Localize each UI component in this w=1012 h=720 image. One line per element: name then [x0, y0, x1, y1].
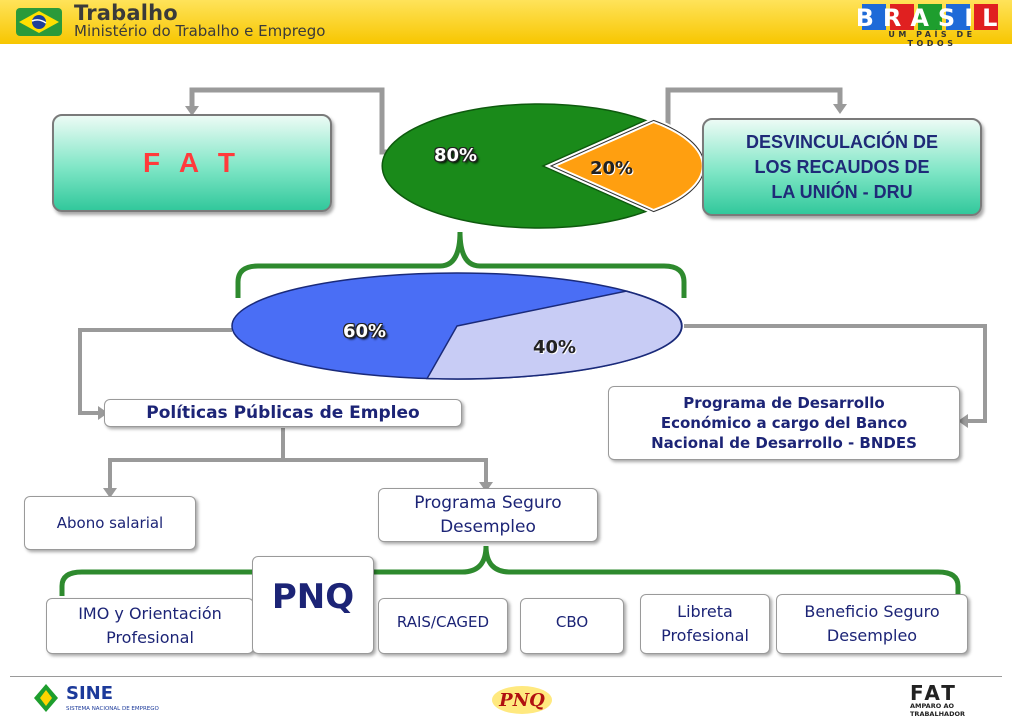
abono-label: Abono salarial [56, 514, 164, 532]
libreta-box: Libreta Profesional [640, 594, 770, 654]
fat-label: F A T [143, 147, 241, 178]
cbo-label: CBO [555, 613, 589, 631]
fat-footer-subtitle-line1: AMPARO AO [910, 702, 955, 710]
pie-middle-label-40: 40% [533, 337, 577, 358]
connector-abono-seguro [108, 428, 488, 490]
dru-box: DESVINCULACIÓN DE LOS RECAUDOS DE LA UNI… [702, 118, 982, 216]
rais-label: RAIS/CAGED [396, 613, 490, 631]
pnq-box: PNQ [252, 556, 374, 654]
imo-label: IMO y Orientación Profesional [78, 604, 222, 647]
seguro-label: Programa Seguro Desempleo [414, 493, 562, 537]
libreta-label: Libreta Profesional [661, 602, 749, 645]
fat-footer-logo: FAT AMPARO AO TRABALHADOR [910, 681, 965, 718]
bndes-box: Programa de Desarrollo Económico a cargo… [608, 386, 960, 460]
arrow-dru [833, 104, 847, 114]
pie-middle-slice-40 [425, 290, 683, 380]
pie-middle [231, 272, 683, 380]
arrow-politicas [98, 406, 108, 420]
politicas-label: Políticas Públicas de Empleo [146, 403, 420, 423]
sine-logo-text: SINE [66, 683, 113, 704]
pnq-footer-logo-text: PNQ [498, 690, 545, 711]
connector-politicas [78, 328, 232, 415]
fat-footer-logo-text: FAT [910, 681, 958, 705]
fat-footer-subtitle-line2: TRABALHADOR [910, 710, 965, 718]
arrow-fat [185, 106, 199, 116]
arrow-bndes [958, 414, 968, 428]
brasil-logo-text: BRASIL [858, 4, 1004, 32]
header-title: Trabalho [74, 1, 178, 25]
arrow-abono [103, 488, 117, 498]
pnq-footer-logo: PNQ [492, 686, 552, 714]
pnq-label: PNQ [271, 577, 355, 617]
header-subtitle: Ministério do Trabalho e Emprego [74, 22, 326, 40]
pie-top-slice-80 [381, 103, 648, 229]
brasil-logo: BRASIL [858, 4, 1004, 32]
footer-divider [10, 676, 1002, 677]
imo-box: IMO y Orientación Profesional [46, 598, 254, 654]
fat-box: F A T [52, 114, 332, 212]
politicas-box: Políticas Públicas de Empleo [104, 399, 462, 427]
pie-middle-label-60: 60% [343, 321, 387, 342]
seguro-box: Programa Seguro Desempleo [378, 488, 598, 542]
beneficio-label: Beneficio Seguro Desempleo [804, 602, 940, 645]
dru-label: DESVINCULACIÓN DE LOS RECAUDOS DE LA UNI… [745, 131, 938, 202]
brasil-tagline: UM PAÍS DE TODOS [888, 30, 976, 48]
sine-logo: SINE SISTEMA NACIONAL DE EMPREGO [34, 683, 160, 712]
abono-box: Abono salarial [24, 496, 196, 550]
cbo-box: CBO [520, 598, 624, 654]
rais-box: RAIS/CAGED [378, 598, 508, 654]
pie-top-label-20: 20% [590, 158, 634, 179]
connector-bndes [684, 324, 987, 423]
arrow-seguro [479, 482, 493, 492]
beneficio-box: Beneficio Seguro Desempleo [776, 594, 968, 654]
brace-top [235, 231, 687, 298]
bndes-label: Programa de Desarrollo Económico a cargo… [651, 394, 917, 452]
brace-bottom [59, 545, 961, 596]
brazil-flag-icon [16, 8, 62, 36]
sine-logo-subtext: SISTEMA NACIONAL DE EMPREGO [66, 706, 160, 712]
header-bar: Trabalho Ministério do Trabalho e Empreg… [0, 0, 1012, 48]
pie-top-label-80: 80% [434, 145, 478, 166]
pie-top [381, 103, 707, 229]
connector-dru [665, 87, 843, 150]
